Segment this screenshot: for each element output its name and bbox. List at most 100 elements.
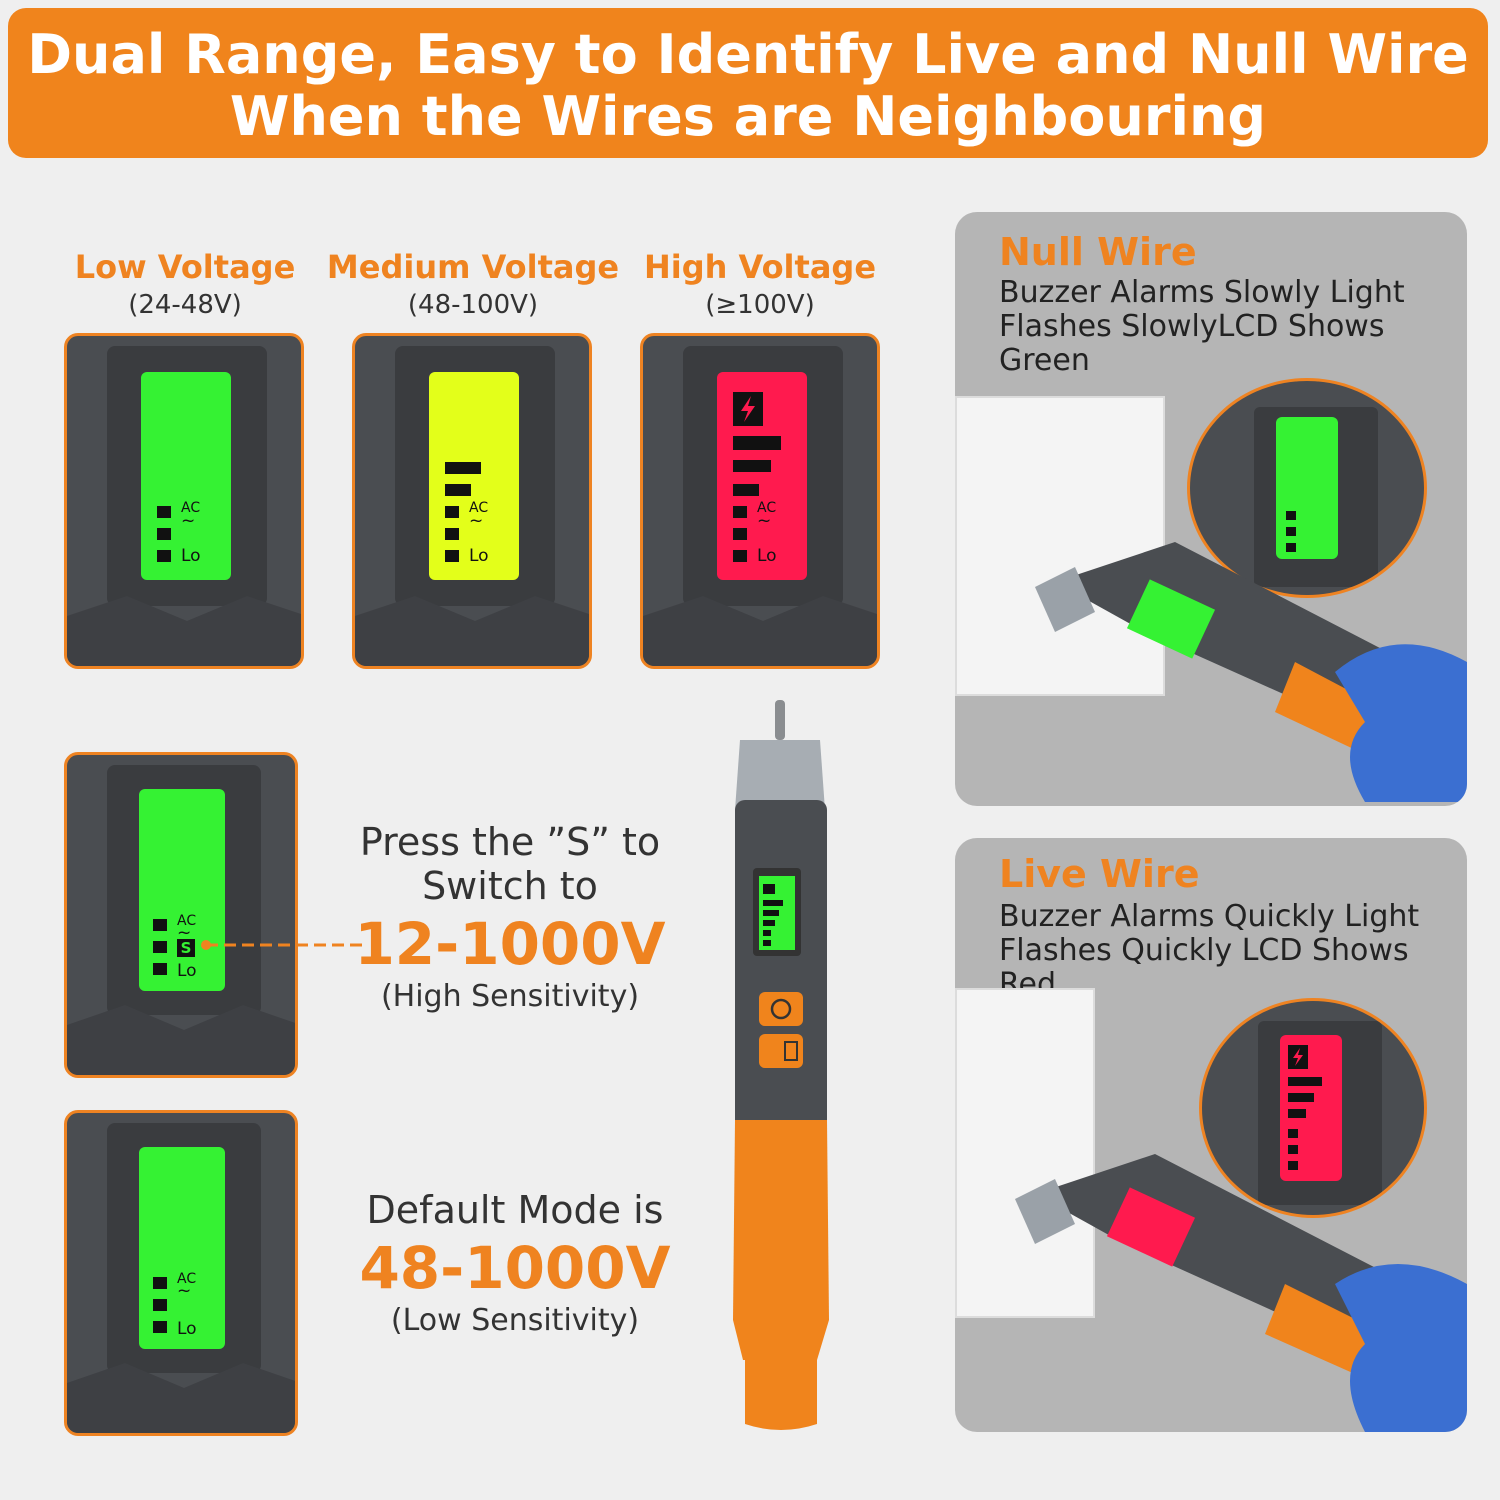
lcd-screen-yellow: AC ~ Lo: [429, 372, 519, 580]
lcd-bar-level: [1288, 1077, 1322, 1086]
header-banner: Dual Range, Easy to Identify Live and Nu…: [8, 8, 1488, 158]
high-sensitivity-note: (High Sensitivity): [380, 979, 640, 1014]
lcd-segment: [733, 550, 747, 562]
lcd-lo: Lo: [177, 1319, 197, 1339]
low-sensitivity-range: 48-1000V: [359, 1234, 671, 1302]
lcd-segment: [153, 1299, 167, 1311]
lcd-bar-level: [1288, 1109, 1306, 1118]
medium-voltage-label: Medium Voltage (48-100V): [323, 248, 623, 320]
low-sensitivity-line1: Default Mode is: [366, 1188, 664, 1232]
lcd-segment: [153, 941, 167, 953]
lcd-segment: [445, 506, 459, 518]
lcd-wave: ~: [757, 511, 772, 531]
high-sensitivity-device: AC ~ S Lo: [64, 752, 298, 1078]
lcd-segment: [1288, 1161, 1298, 1170]
null-wire-lcd-zoom: [1187, 378, 1427, 598]
lcd-lo: Lo: [469, 546, 489, 566]
low-sensitivity-device: AC ~ Lo: [64, 1110, 298, 1436]
lcd-bar-level: [733, 484, 759, 496]
live-wire-desc-line2: Flashes Quickly LCD Shows: [999, 933, 1409, 968]
lcd-segment: [445, 550, 459, 562]
low-voltage-range: (24-48V): [128, 290, 242, 320]
voltage-tester-pen: [733, 700, 829, 1430]
lcd-segment: [153, 1321, 167, 1333]
lcd-segment: [157, 506, 171, 518]
lcd-segment: [445, 528, 459, 540]
live-wire-panel: Live Wire Buzzer Alarms Quickly Light Fl…: [955, 838, 1467, 1432]
lcd-screen-red: AC ~ Lo: [717, 372, 807, 580]
lcd-ac: AC: [181, 500, 201, 516]
dashed-connector: [201, 940, 368, 950]
lcd-wave: ~: [181, 511, 196, 531]
lcd-segment: [1288, 1145, 1298, 1154]
lcd-ac: AC: [757, 500, 777, 516]
null-wire-title: Null Wire: [999, 230, 1197, 274]
lcd-segment: [153, 963, 167, 975]
lcd-segment: [157, 550, 171, 562]
live-wire-desc-line1: Buzzer Alarms Quickly Light: [999, 899, 1420, 934]
lcd-segment: [1286, 527, 1296, 536]
lcd-lo: Lo: [181, 546, 201, 566]
medium-voltage-device: AC ~ Lo: [352, 333, 592, 669]
high-sensitivity-line1: Press the ”S” to: [359, 820, 661, 864]
null-wire-pen-in-hand: [1035, 542, 1467, 802]
low-voltage-title: Low Voltage: [74, 248, 296, 286]
high-sensitivity-line2: Switch to: [422, 864, 598, 908]
lcd-segment: [153, 919, 167, 931]
device-rim: [67, 596, 301, 666]
lcd-bar-level: [445, 484, 471, 496]
null-wire-panel: Null Wire Buzzer Alarms Slowly Light Fla…: [955, 212, 1467, 806]
lcd-ac: AC: [177, 913, 197, 929]
null-wire-desc: Buzzer Alarms Slowly Light Flashes Slowl…: [999, 276, 1459, 378]
lcd-screen-green: AC ~ S Lo: [139, 789, 225, 991]
lcd-screen-green: AC ~ Lo: [141, 372, 231, 580]
lcd-wave: ~: [469, 511, 484, 531]
lcd-lo: Lo: [757, 546, 777, 566]
lcd-segment: [1286, 543, 1296, 552]
low-sensitivity-note: (Low Sensitivity): [390, 1303, 640, 1338]
high-voltage-device: AC ~ Lo: [640, 333, 880, 669]
high-voltage-title: High Voltage: [643, 248, 877, 286]
banner-line-1: Dual Range, Easy to Identify Live and Nu…: [27, 23, 1469, 86]
high-sensitivity-text: Press the ”S” to Switch to 12-1000V (Hig…: [320, 820, 700, 1014]
lcd-wave: ~: [177, 1281, 192, 1301]
low-voltage-device: AC ~ Lo: [64, 333, 304, 669]
lcd-segment: [157, 528, 171, 540]
null-wire-desc-line3: Green: [999, 343, 1090, 378]
lcd-s-indicator: S: [177, 939, 195, 957]
null-wire-desc-line1: Buzzer Alarms Slowly Light: [999, 275, 1405, 310]
high-sensitivity-range: 12-1000V: [354, 910, 666, 978]
low-voltage-label: Low Voltage (24-48V): [35, 248, 335, 320]
lcd-lo: Lo: [177, 961, 197, 981]
live-wire-lcd-zoom: [1199, 998, 1427, 1218]
lcd-segment: [733, 528, 747, 540]
lcd-screen-red: [1280, 1035, 1342, 1181]
lcd-bar-level: [445, 462, 481, 474]
lcd-segment: [1286, 511, 1296, 520]
medium-voltage-title: Medium Voltage: [326, 248, 620, 286]
high-voltage-label: High Voltage (≥100V): [610, 248, 910, 320]
high-voltage-range: (≥100V): [705, 290, 815, 320]
lcd-segment: [733, 506, 747, 518]
live-wire-desc: Buzzer Alarms Quickly Light Flashes Quic…: [999, 900, 1459, 1002]
lcd-wave: ~: [177, 923, 192, 943]
null-wire-desc-line2: Flashes SlowlyLCD Shows: [999, 309, 1385, 344]
lcd-screen-green: AC ~ Lo: [139, 1147, 225, 1349]
lcd-screen-green: [1276, 417, 1338, 559]
medium-voltage-range: (48-100V): [407, 290, 539, 320]
lcd-segment: [1288, 1129, 1298, 1138]
lightning-icon: [1288, 1045, 1308, 1069]
lcd-bar-level: [733, 436, 781, 450]
lcd-ac: AC: [177, 1271, 197, 1287]
lightning-icon: [733, 392, 763, 426]
lcd-ac: AC: [469, 500, 489, 516]
device-rim: [355, 596, 589, 666]
wall-socket: [955, 988, 1095, 1318]
wall-socket: [955, 396, 1165, 696]
device-rim: [67, 1363, 295, 1433]
device-rim: [643, 596, 877, 666]
lcd-segment: [153, 1277, 167, 1289]
live-wire-pen-in-hand: [1015, 1154, 1467, 1432]
device-rim: [67, 1005, 295, 1075]
lcd-bar-level: [1288, 1093, 1314, 1102]
